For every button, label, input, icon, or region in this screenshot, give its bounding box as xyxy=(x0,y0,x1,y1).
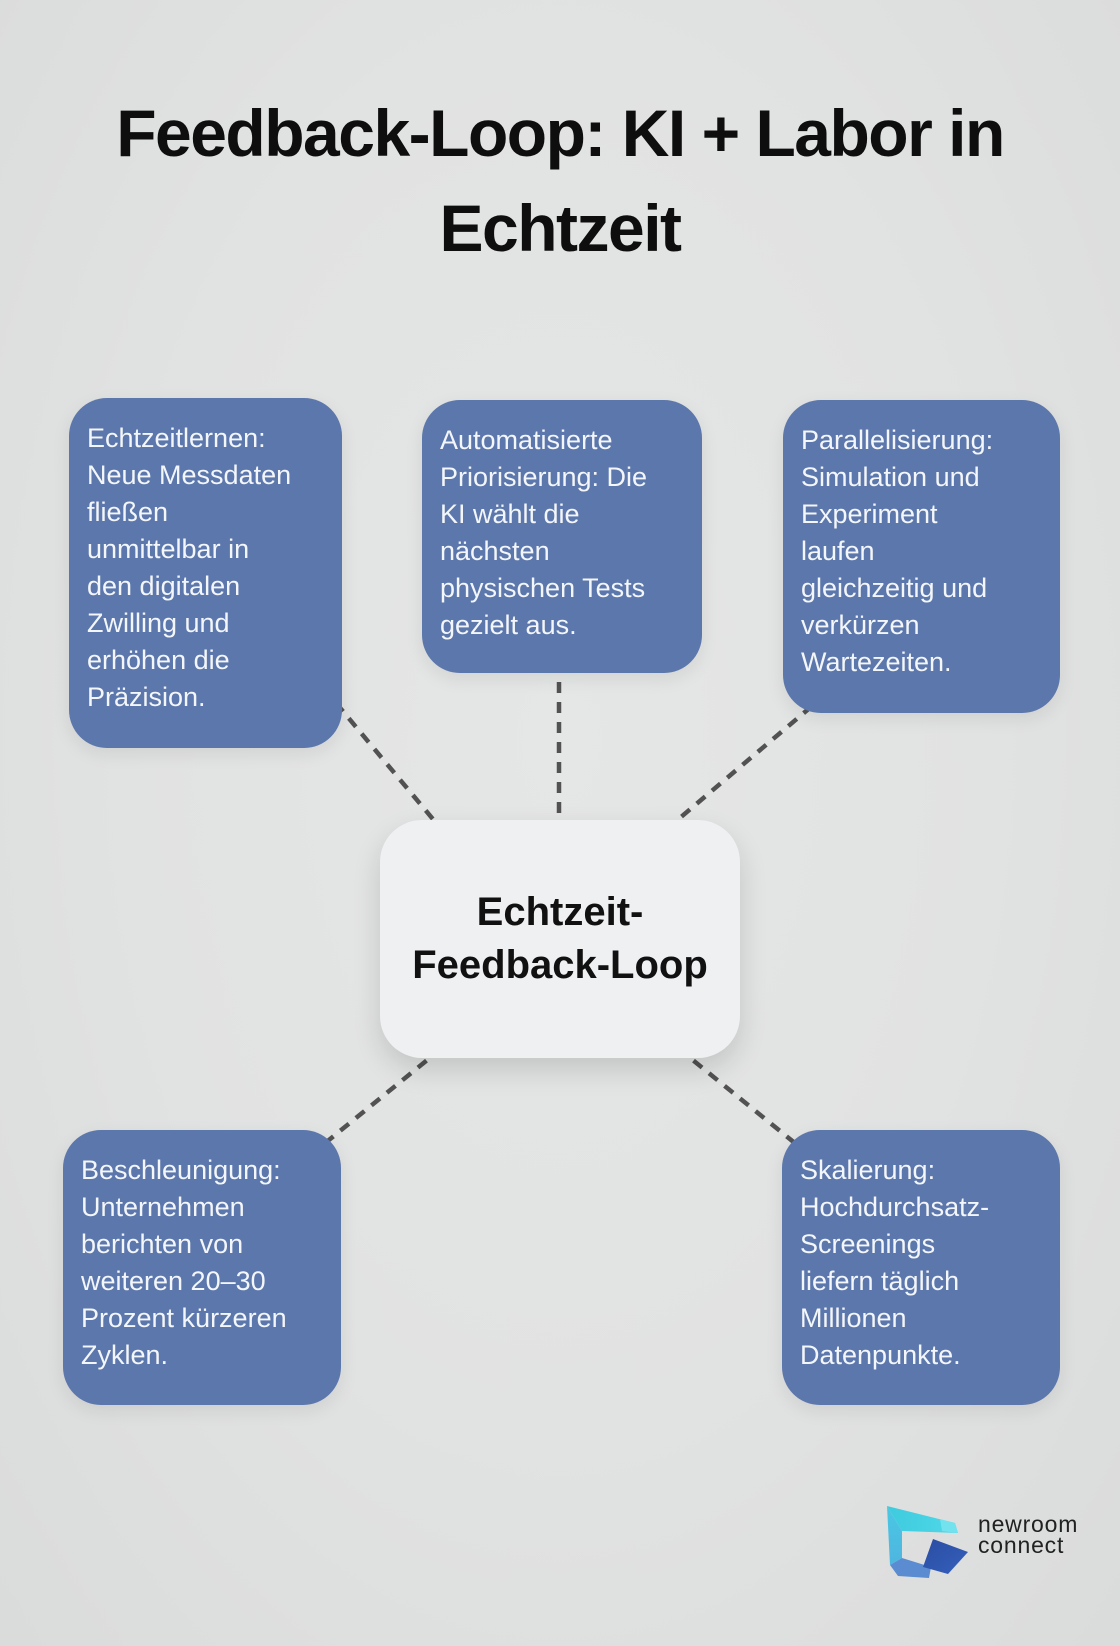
node-beschleunigung-text: Beschleunigung: Unternehmen berichten vo… xyxy=(81,1155,287,1370)
logo-line2: connect xyxy=(978,1532,1065,1558)
node-echtzeitlernen: Echtzeitlernen: Neue Messdaten fließen u… xyxy=(69,398,342,748)
node-echtzeitlernen-text: Echtzeitlernen: Neue Messdaten fließen u… xyxy=(87,423,292,712)
logo-line1: newroom xyxy=(978,1511,1079,1537)
node-skalierung: Skalierung: Hochdurchsatz- Screenings li… xyxy=(782,1130,1060,1405)
connector-center-skalierung xyxy=(676,1046,798,1146)
node-parallelisierung: Parallelisierung: Simulation und Experim… xyxy=(783,400,1060,713)
page-title: Feedback-Loop: KI + Labor in Echtzeit xyxy=(116,96,1005,265)
connector-echtzeitlernen-center xyxy=(334,701,444,832)
newroom-connect-logo-icon xyxy=(887,1506,968,1578)
node-beschleunigung: Beschleunigung: Unternehmen berichten vo… xyxy=(63,1130,341,1405)
newroom-connect-logo: newroom connect xyxy=(885,1506,1078,1580)
node-parallelisierung-text: Parallelisierung: Simulation und Experim… xyxy=(801,425,994,677)
connector-center-beschleunigung xyxy=(322,1046,444,1146)
connector-parallelisierung-center xyxy=(666,704,814,830)
node-priorisierung: Automatisierte Priorisierung: Die KI wäh… xyxy=(422,400,702,673)
node-priorisierung-text: Automatisierte Priorisierung: Die KI wäh… xyxy=(440,425,648,640)
node-center-feedback-loop: Echtzeit- Feedback-Loop xyxy=(380,820,740,1058)
node-skalierung-text: Skalierung: Hochdurchsatz- Screenings li… xyxy=(800,1155,990,1370)
